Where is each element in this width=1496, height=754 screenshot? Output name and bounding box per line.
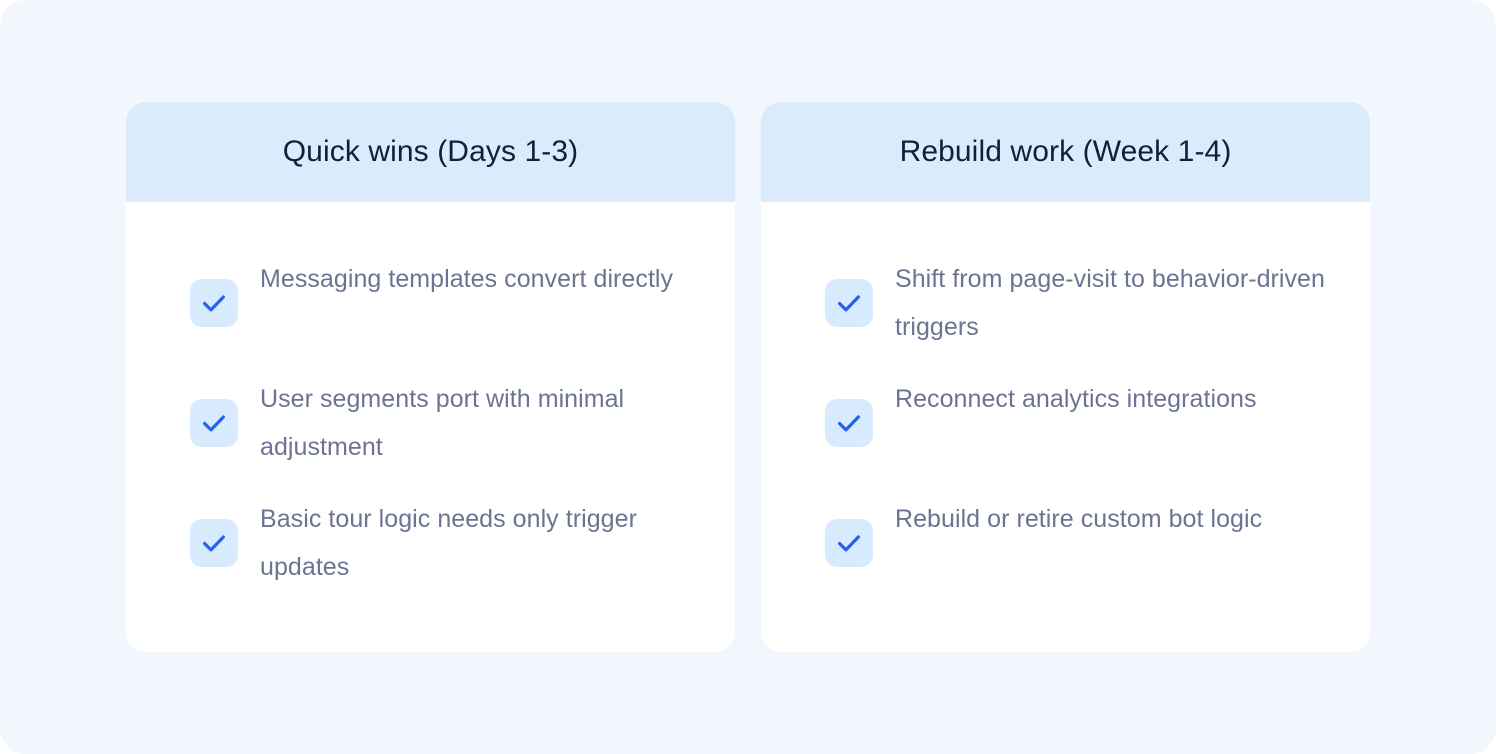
card-quick-wins-body: Messaging templates convert directly Use… <box>126 202 735 652</box>
card-rebuild-work-title: Rebuild work (Week 1-4) <box>899 135 1232 168</box>
card-rebuild-work: Rebuild work (Week 1-4) Shift from page-… <box>761 102 1370 652</box>
check-icon <box>825 279 873 327</box>
list-item-label: User segments port with minimal adjustme… <box>260 385 625 461</box>
list-item-label: Messaging templates convert directly <box>260 265 674 293</box>
list-item-label: Shift from page-visit to behavior-driven… <box>895 265 1325 341</box>
list-item[interactable]: Reconnect analytics integrations <box>825 375 1330 471</box>
comparison-columns: Quick wins (Days 1-3) Messaging template… <box>126 102 1370 652</box>
check-icon <box>190 519 238 567</box>
check-icon <box>190 399 238 447</box>
checklist-rebuild-work: Shift from page-visit to behavior-driven… <box>825 255 1330 591</box>
list-item[interactable]: Messaging templates convert directly <box>190 255 695 351</box>
card-quick-wins-header: Quick wins (Days 1-3) <box>126 102 735 202</box>
list-item[interactable]: Rebuild or retire custom bot logic <box>825 495 1330 591</box>
check-icon <box>190 279 238 327</box>
check-icon <box>825 399 873 447</box>
check-icon <box>825 519 873 567</box>
card-rebuild-work-body: Shift from page-visit to behavior-driven… <box>761 202 1370 652</box>
list-item-label: Basic tour logic needs only trigger upda… <box>260 505 637 581</box>
list-item[interactable]: Shift from page-visit to behavior-driven… <box>825 255 1330 351</box>
card-quick-wins-title: Quick wins (Days 1-3) <box>282 135 579 168</box>
list-item-label: Rebuild or retire custom bot logic <box>895 505 1263 533</box>
list-item[interactable]: User segments port with minimal adjustme… <box>190 375 695 471</box>
list-item[interactable]: Basic tour logic needs only trigger upda… <box>190 495 695 591</box>
checklist-quick-wins: Messaging templates convert directly Use… <box>190 255 695 591</box>
list-item-label: Reconnect analytics integrations <box>895 385 1257 413</box>
card-quick-wins: Quick wins (Days 1-3) Messaging template… <box>126 102 735 652</box>
card-rebuild-work-header: Rebuild work (Week 1-4) <box>761 102 1370 202</box>
